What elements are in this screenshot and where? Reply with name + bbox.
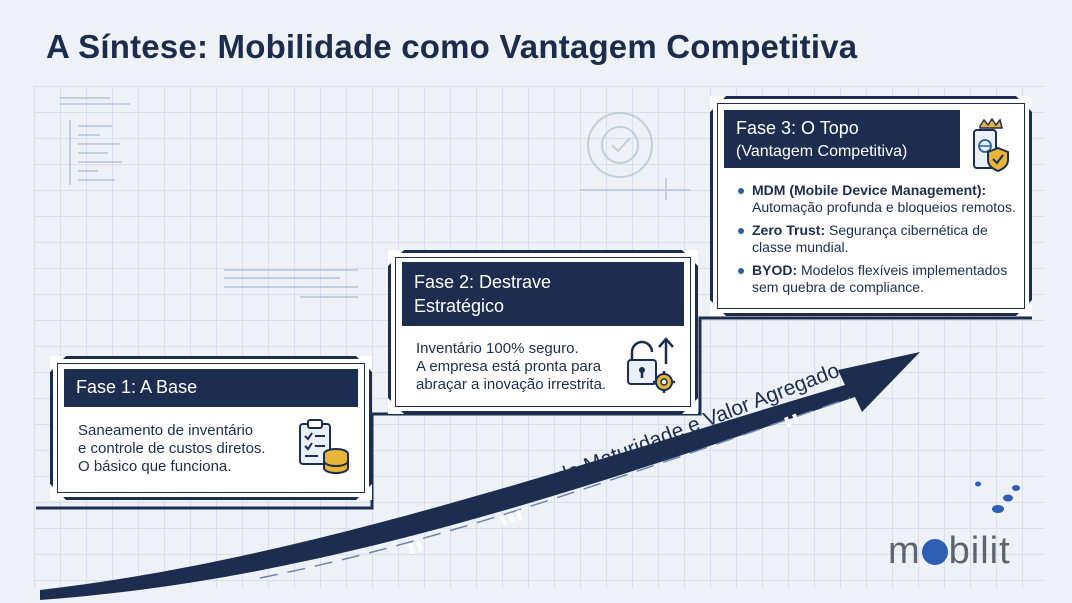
staircase-line	[36, 316, 1032, 510]
bullet-byod-text: Modelos flexíveis implementados sem queb…	[752, 262, 1008, 295]
logo-text-start: m	[888, 530, 921, 572]
phase-2-line-2: A empresa está pronta para	[416, 358, 602, 375]
bullet-byod-bold: BYOD:	[752, 262, 798, 278]
arrow-highlight	[259, 397, 851, 579]
logo-text-end: bilit	[948, 530, 1011, 572]
bullet-mdm: MDM (Mobile Device Management): Automaçã…	[736, 182, 1026, 216]
bullet-mdm-bold: MDM (Mobile Device Management):	[752, 182, 987, 198]
phase-1-header: Fase 1: A Base	[64, 369, 358, 407]
blueprint-decoration	[60, 97, 690, 298]
bullet-zero-trust: Zero Trust: Segurança cibernética de cla…	[736, 222, 1026, 256]
bullet-zero-trust-bold: Zero Trust:	[752, 222, 826, 238]
phase-2-card: Fase 2: Destrave Estratégico Inventário …	[388, 250, 698, 414]
phase-2-title-line-2: Estratégico	[414, 296, 505, 316]
phase-3-inner-border	[717, 103, 1025, 309]
phase-3-frame	[710, 96, 1032, 316]
phase-1-frame	[50, 356, 372, 500]
phase-2-inner-border	[395, 257, 691, 407]
clipboard-database-icon	[299, 419, 349, 474]
phase-3-title-line-1: Fase 3: O Topo	[736, 118, 859, 138]
bullet-zero-trust-text: Segurança cibernética de classe mundial.	[752, 222, 988, 255]
phase-1-line-2: e controle de custos diretos.	[78, 440, 266, 457]
phase-1-line-3: O básico que funciona.	[78, 458, 232, 475]
phase-3-title-line-2: (Vantagem Competitiva)	[736, 143, 908, 160]
mobile-shield-crown-icon	[973, 118, 1009, 173]
phase-3-bullet-list: MDM (Mobile Device Management): Automaçã…	[736, 182, 1026, 302]
phase-3-card: Fase 3: O Topo (Vantagem Competitiva) MD…	[710, 96, 1032, 316]
phase-2-description: Inventário 100% seguro. A empresa está p…	[416, 340, 636, 394]
phase-3-header: Fase 3: O Topo (Vantagem Competitiva)	[724, 110, 960, 168]
phase-1-inner-border	[57, 363, 365, 493]
phase-2-header: Fase 2: Destrave Estratégico	[402, 262, 684, 326]
bullet-byod: BYOD: Modelos flexíveis implementados se…	[736, 262, 1026, 296]
page-title: A Síntese: Mobilidade como Vantagem Comp…	[46, 28, 858, 65]
bullet-mdm-text: Automação profunda e bloqueios remotos.	[752, 199, 1016, 215]
logo-o-dot	[921, 539, 948, 565]
phase-2-frame	[388, 250, 698, 414]
phase-2-title-line-1: Fase 2: Destrave	[414, 272, 552, 292]
logo-dots	[975, 481, 1020, 513]
lock-gear-icon	[627, 337, 675, 393]
phase-1-card: Fase 1: A Base Saneamento de inventário …	[50, 356, 372, 500]
phase-1-title: Fase 1: A Base	[76, 377, 198, 397]
arrow-ticks	[407, 413, 800, 555]
phase-1-line-1: Saneamento de inventário	[78, 422, 254, 439]
phase-2-line-3: abraçar a inovação irrestrita.	[416, 376, 607, 393]
phase-2-line-1: Inventário 100% seguro.	[416, 340, 579, 357]
phase-1-description: Saneamento de inventário e controle de c…	[78, 422, 298, 476]
